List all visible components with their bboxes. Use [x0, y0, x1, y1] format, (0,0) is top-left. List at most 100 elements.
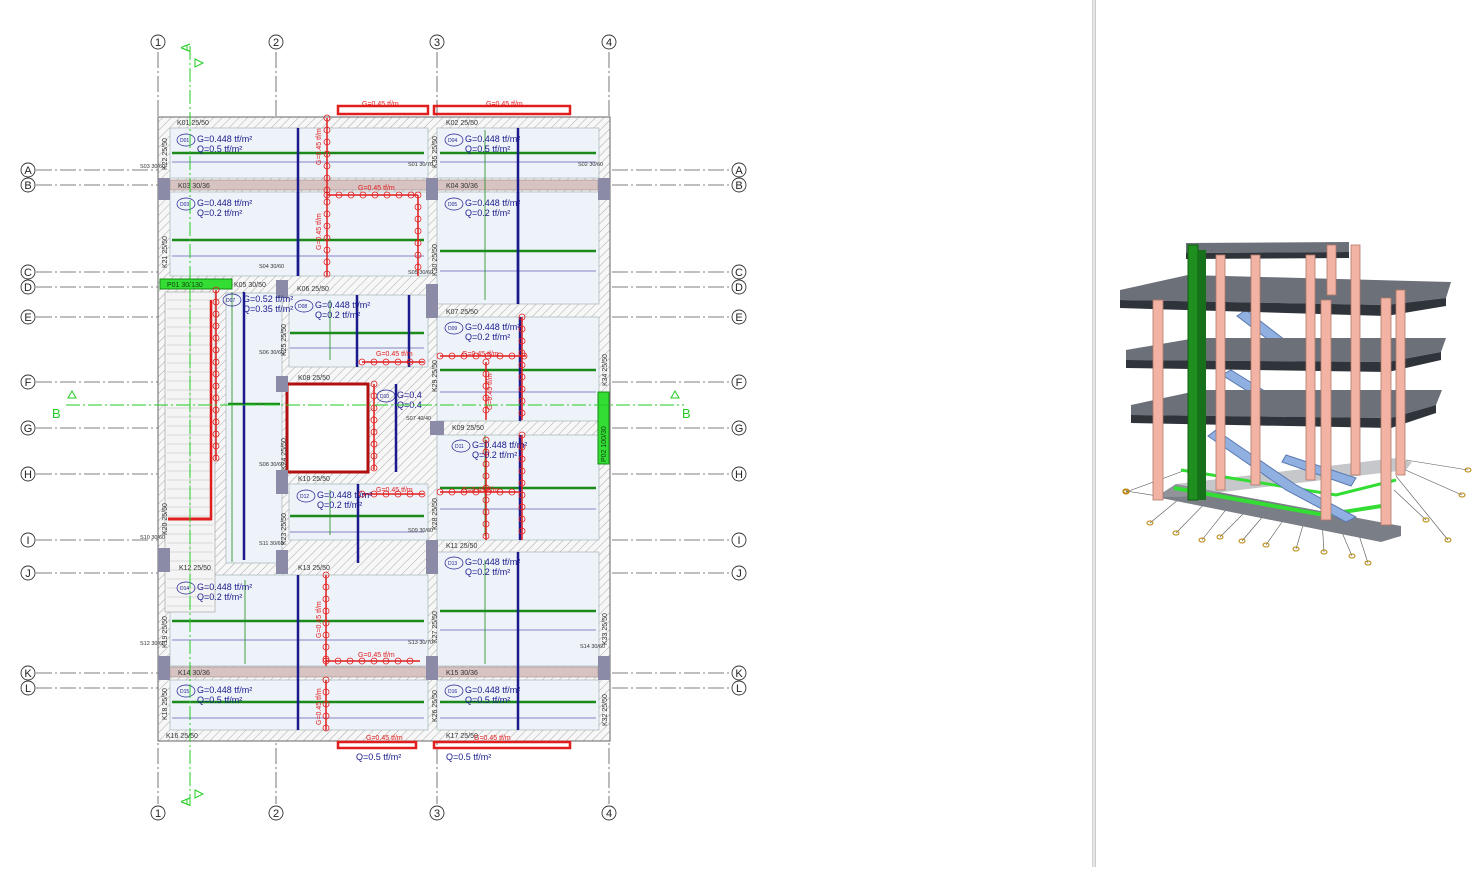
axis-bubble-1[interactable]: 1: [150, 34, 166, 50]
axis-bubble-label: B: [24, 180, 31, 192]
axis-bubble-E[interactable]: E: [20, 309, 36, 325]
axis-bubble-K[interactable]: K: [731, 665, 747, 681]
axis-bubble-2[interactable]: 2: [268, 805, 284, 821]
column-label: S09 30/60: [408, 528, 433, 534]
axis-bubble-E[interactable]: E: [731, 309, 747, 325]
axis-bubble-B[interactable]: B: [20, 177, 36, 193]
axis-bubble-label: 3: [434, 808, 440, 820]
balcony-load-label: Q=0.5 tf/m²: [356, 752, 401, 762]
axis-bubble-1[interactable]: 1: [150, 805, 166, 821]
axis-bubble-L[interactable]: L: [20, 680, 36, 696]
beam-label: K04 30/36: [446, 183, 478, 190]
axis-bubble-label: E: [24, 312, 31, 324]
slab-q-load: Q=0.5 tf/m²: [197, 695, 242, 705]
axis-bubble-B[interactable]: B: [731, 177, 747, 193]
beam-label: K07 25/50: [446, 309, 478, 316]
axis-bubble-label: I: [737, 535, 740, 547]
axis-bubble-F[interactable]: F: [20, 374, 36, 390]
axis-bubble-D[interactable]: D: [731, 279, 747, 295]
axis-bubble-H[interactable]: H: [731, 466, 747, 482]
section-label-a-top: A: [178, 43, 193, 52]
pane-splitter[interactable]: [1092, 0, 1096, 867]
vertical-beam-label: K28 25/50: [432, 498, 439, 530]
beam-label: K01 25/50: [177, 120, 209, 127]
vertical-beam-label: K32 25/50: [602, 694, 609, 726]
axis-bubble-3[interactable]: 3: [429, 34, 445, 50]
line-load-label: G=0.45 tf/m: [316, 688, 323, 725]
axis-bubble-label: A: [24, 165, 32, 177]
slab-q-load: Q=0.2 tf/m²: [197, 592, 242, 602]
axis-bubble-2[interactable]: 2: [268, 34, 284, 50]
axis-bubble-G[interactable]: G: [20, 420, 36, 436]
axis-bubble-A[interactable]: A: [731, 162, 747, 178]
axis-bubble-D[interactable]: D: [20, 279, 36, 295]
column-label: S05 30/60: [408, 270, 433, 276]
axis-bubble-H[interactable]: H: [20, 466, 36, 482]
axis-bubble-I[interactable]: I: [20, 532, 36, 548]
axis-bubble-label: J: [25, 568, 31, 580]
slab-q-load: Q=0.2 tf/m²: [472, 450, 517, 460]
axis-bubble-3[interactable]: 3: [429, 805, 445, 821]
axis-bubble-label: F: [736, 377, 743, 389]
axis-bubble-label: 3: [434, 37, 440, 49]
slab-id: D04: [448, 138, 457, 144]
axis-bubble-label: K: [24, 668, 32, 680]
axis-bubble-label: 1: [155, 37, 161, 49]
slab-g-load: G=0.448 tf/m²: [465, 134, 520, 144]
slab-q-load: Q=0.5 tf/m²: [465, 695, 510, 705]
beam-label: K15 30/36: [446, 670, 478, 677]
axis-bubble-label: A: [735, 165, 743, 177]
line-load-label: G=0.45 tf/m: [376, 351, 413, 358]
axis-bubble-I[interactable]: I: [731, 532, 747, 548]
3d-view-viewport[interactable]: [1096, 0, 1480, 867]
axis-bubble-C[interactable]: C: [731, 264, 747, 280]
vertical-beam-label: K20 25/50: [162, 503, 169, 535]
slab-id: D16: [448, 689, 457, 695]
section-cut-lines: A A B B: [52, 43, 691, 806]
3d-building-model[interactable]: [1096, 0, 1480, 867]
column-label: S14 30/60: [580, 644, 605, 650]
line-load-label: G=0.45 tf/m: [358, 185, 395, 192]
slab-id: D08: [298, 304, 307, 310]
axis-bubble-4[interactable]: 4: [601, 34, 617, 50]
slab-g-load: G=0.448 tf/m²: [315, 300, 370, 310]
line-loads: [212, 114, 528, 732]
slab-load-tag[interactable]: D16 G=0.448 tf/m²Q=0.5 tf/m²: [444, 684, 520, 705]
axis-bubble-K[interactable]: K: [20, 665, 36, 681]
line-load-label: G=0.45 tf/m: [462, 351, 499, 358]
axis-bubble-A[interactable]: A: [20, 162, 36, 178]
line-load-label: G=0.45 tf/m: [376, 487, 413, 494]
slab-id: D10: [380, 394, 389, 400]
axis-bubble-label: C: [24, 267, 32, 279]
vertical-beam-label: K30 25/50: [432, 244, 439, 276]
axis-bubble-L[interactable]: L: [731, 680, 747, 696]
section-label-b-left: B: [52, 406, 61, 421]
line-load-label: G=0.45 tf/m: [316, 213, 323, 250]
column-label: S13 30/70: [408, 640, 433, 646]
axis-bubble-F[interactable]: F: [731, 374, 747, 390]
axis-bubble-J[interactable]: J: [731, 565, 747, 581]
axis-bubble-C[interactable]: C: [20, 264, 36, 280]
axis-bubble-J[interactable]: J: [20, 565, 36, 581]
line-load-label: G=0.45 tf/m: [366, 735, 403, 742]
axis-bubble-G[interactable]: G: [731, 420, 747, 436]
line-load-label: G=0.45 tf/m: [487, 373, 494, 410]
slab-g-load: G=0.448 tf/m²: [465, 685, 520, 695]
axis-bubble-4[interactable]: 4: [601, 805, 617, 821]
